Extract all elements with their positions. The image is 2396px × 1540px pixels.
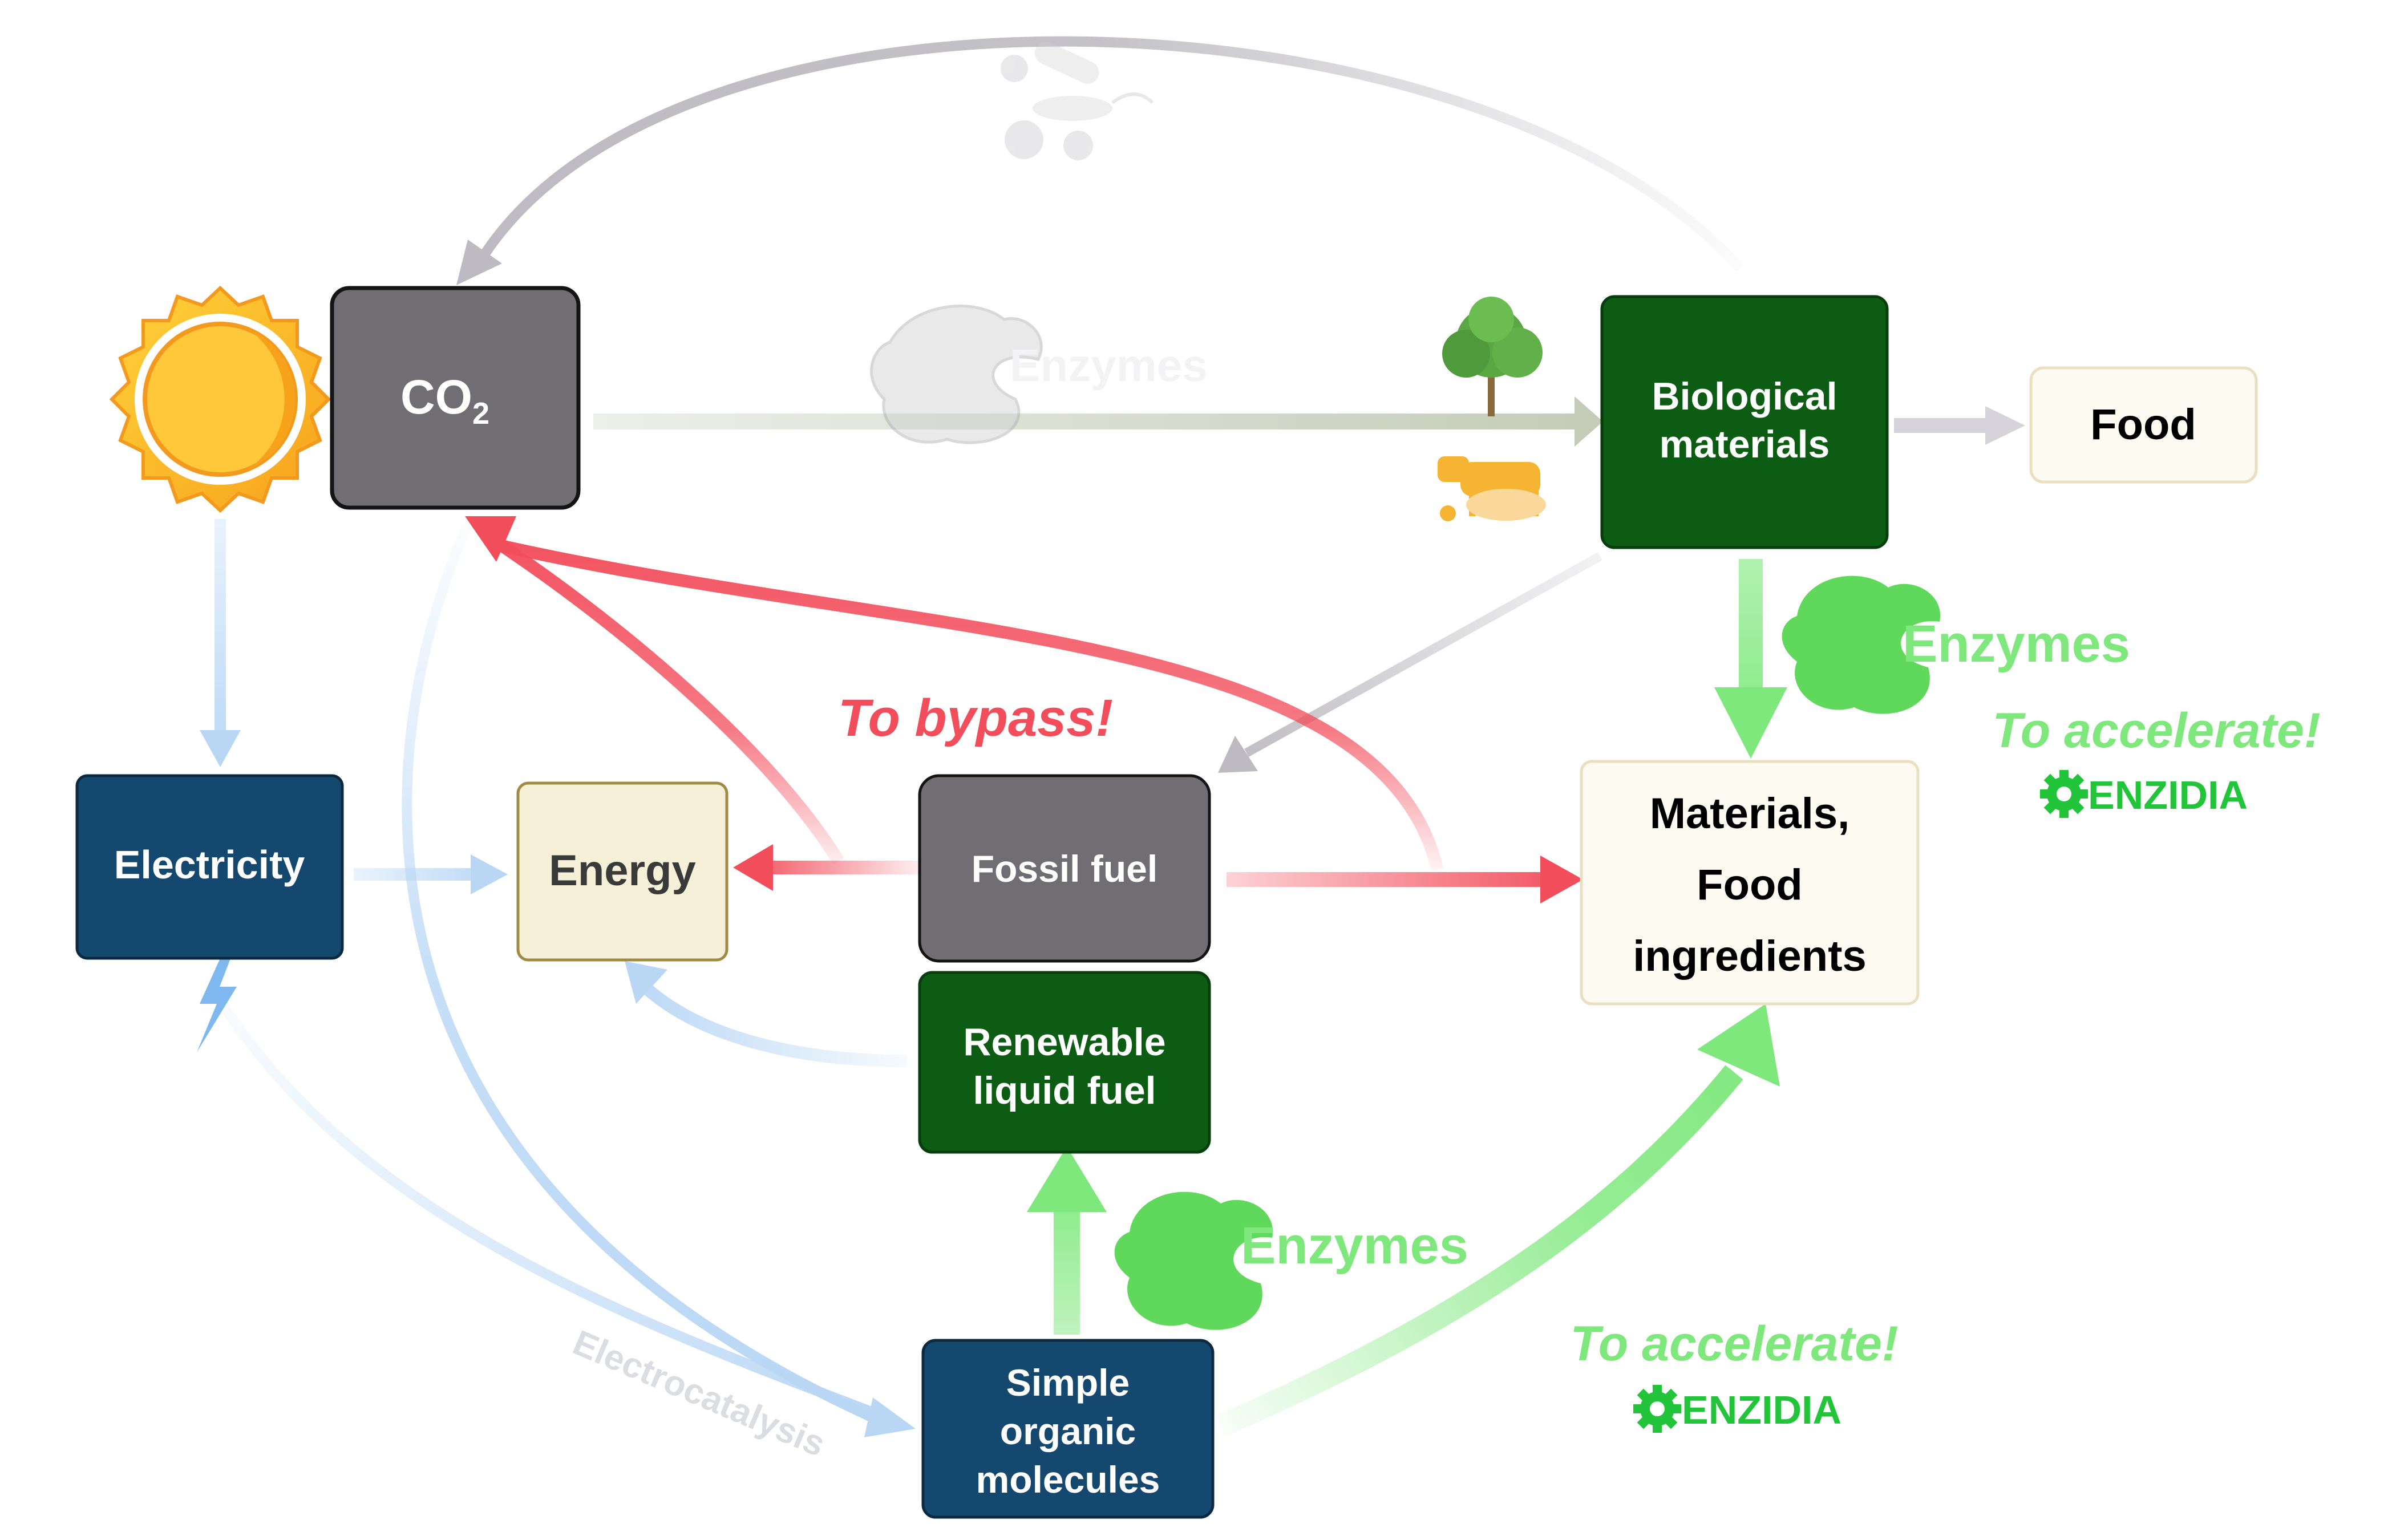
arrow-electricity-to-simple: [218, 1001, 916, 1437]
tree-icon: [1442, 297, 1543, 416]
microbes-icon: [1001, 42, 1154, 160]
arrow-biological-to-fossil: [1218, 552, 1602, 773]
arrow-biological-to-food: [1894, 406, 2025, 445]
node-simple-organic-molecules: Simple organic molecules: [921, 1339, 1215, 1519]
arrow-renewable-to-energy: [625, 961, 908, 1067]
node-biological-materials: Biological materials: [1600, 295, 1889, 549]
sun-icon: [109, 285, 331, 513]
simple-line2: organic: [1000, 1410, 1136, 1452]
node-electricity: Electricity: [75, 774, 344, 960]
node-materials-food-ingredients: Materials, Food ingredients: [1580, 760, 1920, 1006]
biological-line1: Biological: [1652, 375, 1838, 418]
materials-line1: Materials,: [1650, 789, 1850, 838]
arrow-biological-to-co2: [456, 36, 1744, 285]
biological-line2: materials: [1660, 423, 1830, 466]
materials-line3: ingredients: [1633, 932, 1867, 980]
bypass-label: To bypass!: [838, 689, 1113, 747]
renewable-line2: liquid fuel: [973, 1069, 1156, 1112]
cow-icon: [1438, 456, 1546, 521]
simple-line1: Simple: [1006, 1361, 1130, 1404]
gear-logo-icon: [2040, 770, 2088, 818]
faded-enzymes-label: Enzymes: [1010, 340, 1208, 391]
arrow-co2-to-biological: [593, 396, 1603, 447]
enzyme-icon-top: [1782, 576, 1941, 714]
gear-logo-icon: [1633, 1385, 1681, 1433]
node-co2: CO2: [330, 286, 581, 510]
food-label: Food: [2090, 400, 2196, 449]
lightning-icon: [197, 947, 237, 1052]
arrow-co2-to-simple: [402, 522, 881, 1425]
enzyme-icon-bottom: [1114, 1192, 1273, 1330]
enzymes-label-top: Enzymes: [1903, 615, 2130, 673]
node-renewable-liquid-fuel: Renewable liquid fuel: [918, 971, 1211, 1154]
enzidia-logo-top: ENZIDIA: [2040, 770, 2248, 818]
enzidia-brand-top: ENZIDIA: [2088, 773, 2248, 817]
enzidia-logo-bottom: ENZIDIA: [1633, 1385, 1841, 1433]
node-fossil-fuel: Fossil fuel: [918, 774, 1211, 963]
arrow-simple-to-renewable: [1027, 1146, 1107, 1335]
accelerate-label-bottom: To accelerate!: [1570, 1316, 1898, 1371]
materials-line2: Food: [1697, 861, 1803, 909]
co2-label: CO: [400, 370, 472, 424]
arrow-fossil-to-co2-up: [465, 516, 1444, 872]
node-energy: Energy: [516, 781, 728, 962]
arrow-fossil-to-energy: [733, 844, 918, 891]
enzidia-brand-bottom: ENZIDIA: [1682, 1388, 1841, 1432]
energy-label: Energy: [549, 846, 696, 895]
enzyme-icon-faded: Enzymes: [870, 305, 1208, 444]
accelerate-label-top: To accelerate!: [1992, 703, 2320, 758]
enzymes-label-bottom: Enzymes: [1241, 1217, 1468, 1275]
svg-text:CO2: CO2: [400, 370, 489, 431]
fossil-label: Fossil fuel: [972, 848, 1157, 890]
simple-line3: molecules: [976, 1458, 1160, 1501]
arrow-simple-to-materials: [1216, 1004, 1780, 1437]
arrow-sun-to-electricity: [200, 519, 241, 767]
renewable-line1: Renewable: [963, 1020, 1165, 1064]
arrow-electricity-to-energy: [354, 854, 508, 894]
arrow-biological-to-materials: [1714, 559, 1787, 759]
electricity-label: Electricity: [114, 842, 305, 887]
co2-subscript: 2: [472, 396, 489, 431]
arrow-fossil-to-materials: [1227, 856, 1583, 903]
node-food: Food: [2029, 366, 2258, 484]
